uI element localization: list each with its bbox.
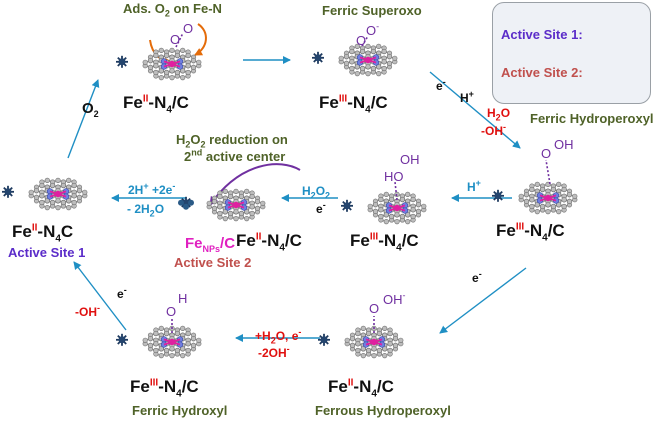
adsorbate-o-1b: O bbox=[183, 21, 194, 36]
reagent-minus-oh-superoxo: -OH- bbox=[481, 122, 506, 138]
reagent-e-hydroxyl: e- bbox=[117, 285, 127, 301]
reagent-e-superoxo: e- bbox=[436, 77, 446, 93]
species-feiii-n4c-hydroperoxyl: FeIII-N4/C bbox=[496, 221, 565, 244]
ads-o2-heading: Ads. O2 on Fe-N bbox=[123, 1, 222, 19]
adsorbate-oh-5: OH- bbox=[383, 290, 406, 307]
adsorbate-o-5: O bbox=[369, 301, 380, 316]
reagent-h2o: H2O bbox=[487, 106, 511, 123]
reagent-o2: O2 bbox=[82, 100, 99, 119]
adsorbate-o-1a: O bbox=[170, 32, 181, 47]
reagent-minus-oh-hydroxyl: -OH- bbox=[75, 303, 100, 319]
adsorbate-o-6: O bbox=[166, 304, 177, 319]
adsorbate-oh-4: OH bbox=[400, 152, 420, 167]
reaction-arrows bbox=[67, 56, 527, 342]
fen4-sheet-site2 bbox=[178, 188, 266, 222]
species-feiii-n4c-h2o2: FeIII-N4/C bbox=[350, 231, 419, 254]
reagent-hplus-superoxo: H+ bbox=[460, 89, 474, 105]
legend-site2-label: Active Site 2: bbox=[501, 65, 583, 80]
fen4-sheet-adsorb bbox=[116, 47, 202, 81]
adsorbate-o-2a: O bbox=[356, 33, 367, 48]
active-site-1-label: Active Site 1 bbox=[8, 245, 86, 260]
adsorbate-o-2b: O- bbox=[366, 21, 380, 38]
o2-adsorption-arrow bbox=[194, 23, 207, 56]
ferric-hydroxyl-heading: Ferric Hydroxyl bbox=[132, 403, 228, 418]
species-feii-n4c-site1: FeII-N4C bbox=[12, 222, 74, 245]
fen4-sheet-hydroxyl bbox=[116, 325, 202, 359]
adsorbate-o-3: O bbox=[541, 146, 552, 161]
reagent-h2o2: H2O2 bbox=[302, 184, 331, 201]
hydroperoxyl-bond bbox=[545, 159, 551, 185]
active-site-2-label: Active Site 2 bbox=[174, 255, 252, 270]
reagent-e-h2o2: e- bbox=[316, 200, 326, 216]
adsorbate-h-6: H bbox=[178, 291, 188, 306]
arrow-hydroxyl-to-site1 bbox=[73, 261, 127, 331]
arrow-site1-to-adsorb bbox=[67, 79, 100, 159]
h2o2-reduction-heading-2: 2nd active center bbox=[184, 147, 286, 164]
reagent-2h-2e: 2H+ +2e- bbox=[128, 181, 176, 197]
ferric-hydroperoxyl-heading: Ferric Hydroperoxyl bbox=[530, 111, 654, 126]
reagent-minus-2oh: -2OH- bbox=[258, 344, 290, 360]
adsorbate-oh-3: OH bbox=[554, 137, 574, 152]
adsorbate-ho-4: HO bbox=[384, 169, 404, 184]
fen4-sheet-site1 bbox=[2, 177, 88, 211]
fenps-c-label: FeNPs/C bbox=[185, 235, 236, 254]
legend-site1-label: Active Site 1: bbox=[501, 27, 583, 42]
reagent-e-ferrous: e- bbox=[472, 269, 482, 285]
h2o2-bond bbox=[394, 181, 398, 201]
reagent-plus-h2o-e: +H2O, e- bbox=[255, 327, 302, 346]
adsorbate-bonds bbox=[171, 32, 551, 333]
species-feii-n4c-top: FeII-N4/C bbox=[123, 93, 189, 116]
fen4-sheet-h2o2 bbox=[341, 191, 427, 225]
ferrous-hydroperoxyl-heading: Ferrous Hydroperoxyl bbox=[315, 403, 451, 418]
species-feiii-n4c-superoxo: FeIII-N4/C bbox=[319, 93, 388, 116]
superoxo-bond bbox=[361, 35, 369, 47]
fen4-sheet-hydroperoxyl bbox=[492, 181, 578, 215]
h2o2-reduction-heading-1: H2O2 reduction on bbox=[176, 132, 288, 150]
ferric-superoxo-heading: Ferric Superoxo bbox=[322, 3, 422, 18]
active-site-legend: Active Site 1: Active Site 2: bbox=[492, 2, 651, 104]
o2-bond-adsorb bbox=[175, 32, 184, 48]
species-feii-n4c-ferrous: FeII-N4/C bbox=[328, 377, 394, 400]
reagent-hplus-hydroperoxyl: H+ bbox=[467, 178, 481, 194]
fen4-sheet-ferrous bbox=[318, 325, 404, 359]
arrow-hydroperoxyl-to-ferrous bbox=[439, 267, 527, 334]
species-feii-n4c-site2: FeII-N4/C bbox=[236, 231, 302, 254]
species-feiii-n4c-hydroxyl: FeIII-N4/C bbox=[130, 377, 199, 400]
fen4-sheet-superoxo bbox=[312, 43, 398, 77]
reagent-minus-2h2o: - 2H2O bbox=[127, 202, 165, 219]
arrow-superoxo-to-hydroperoxyl bbox=[429, 71, 521, 149]
